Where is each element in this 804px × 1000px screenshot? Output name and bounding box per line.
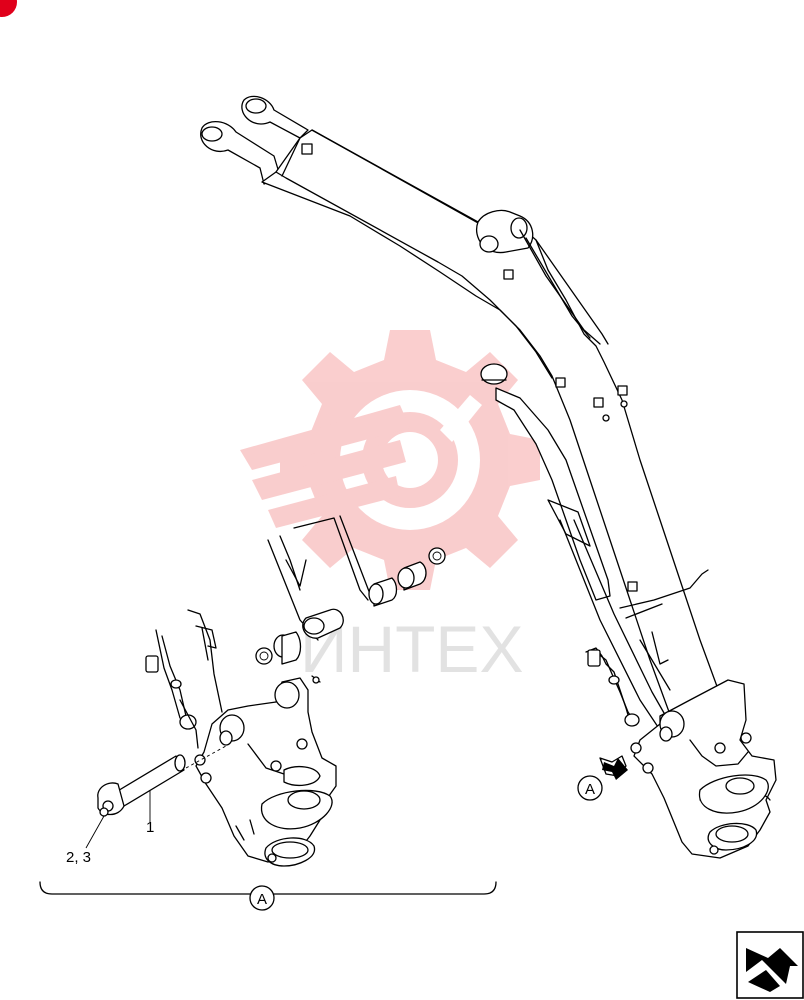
boom-assembly — [200, 95, 777, 859]
watermark-logo: ИНТЕХ — [240, 330, 540, 686]
gear-wrench-logo-icon — [240, 330, 540, 590]
detail-view-a — [85, 515, 446, 867]
corner-logo-icon — [0, 0, 17, 17]
bushing-set — [255, 547, 446, 684]
view-a-bracket: A — [39, 881, 497, 911]
pin-part-1 — [97, 745, 227, 817]
callout-part-1: 1 — [146, 819, 154, 836]
page-return-arrow-icon — [746, 948, 798, 992]
view-a-bracket-label: A — [257, 891, 267, 908]
view-a-arrow-icon — [602, 758, 628, 780]
view-a-arrow-label: A — [585, 781, 595, 798]
page-return-button[interactable] — [736, 931, 804, 999]
view-a-callout: A — [577, 775, 603, 801]
callout-parts-2-3: 2, 3 — [66, 849, 91, 866]
